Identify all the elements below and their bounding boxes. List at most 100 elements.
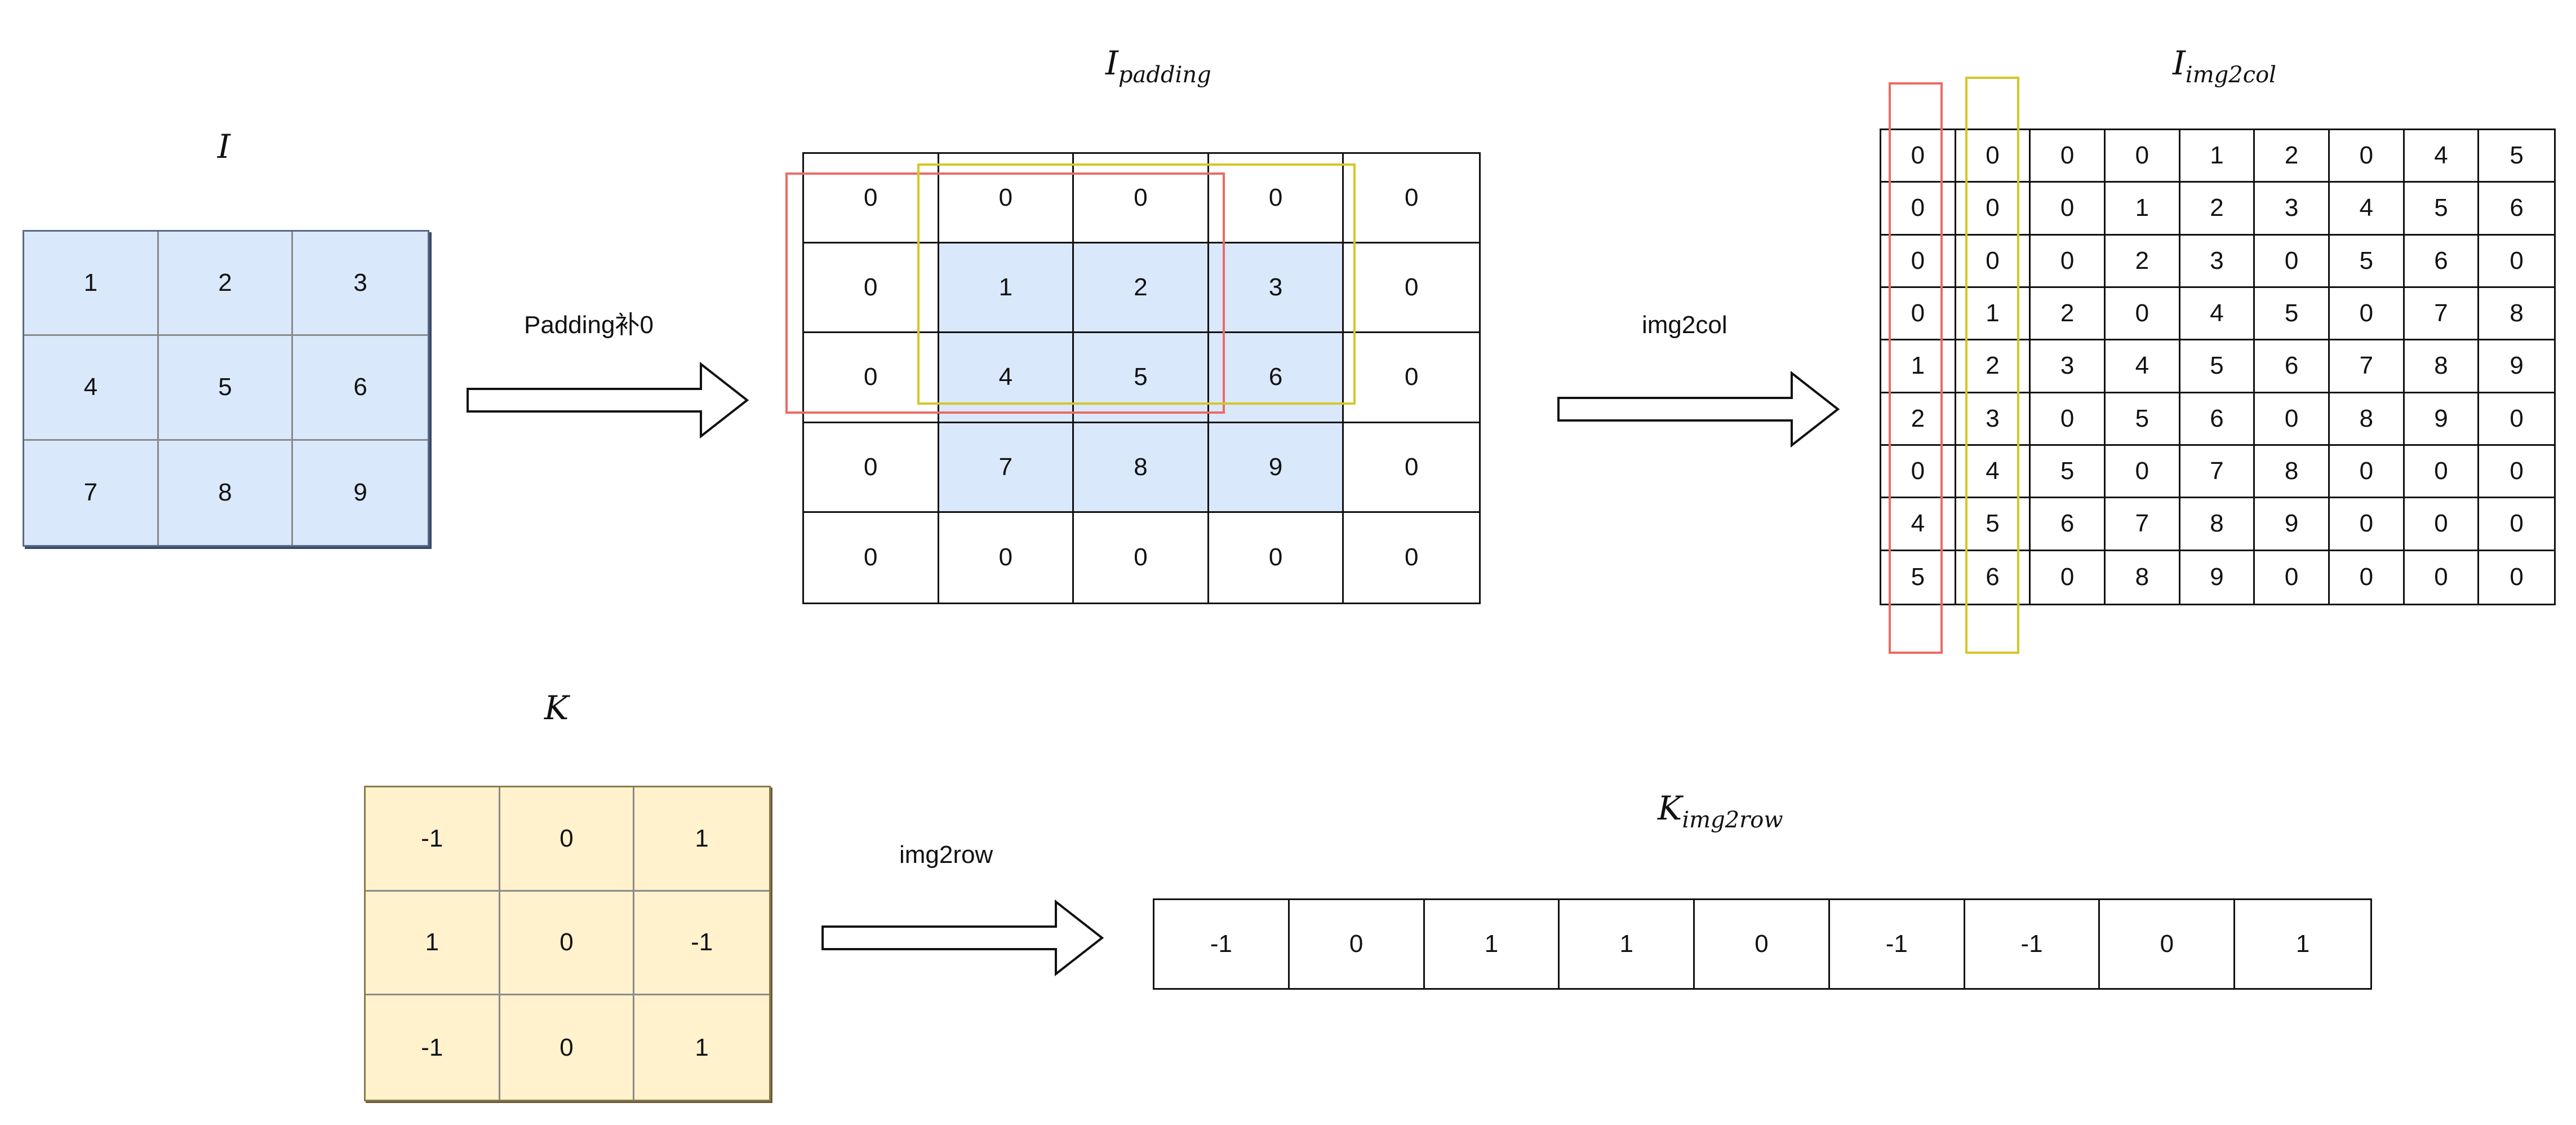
matrix-cell: 0 [2404, 551, 2480, 604]
title-subscript: img2row [1682, 807, 1783, 833]
matrix-cell: 3 [293, 232, 428, 336]
matrix-cell: 2 [158, 232, 294, 336]
matrix-cell: 6 [1956, 551, 2031, 604]
matrix-cell: 0 [1956, 235, 2031, 288]
matrix-cell: 0 [2106, 130, 2180, 183]
matrix-cell: 0 [2031, 551, 2106, 604]
matrix-cell: 4 [24, 336, 159, 441]
matrix-cell: 0 [1209, 154, 1344, 244]
kernel-row-title: Kimg2row [1658, 789, 1783, 833]
img2row-arrow-icon [821, 899, 1104, 977]
matrix-cell: 0 [939, 512, 1074, 603]
vector-cell: 0 [1695, 900, 1830, 988]
matrix-cell: 0 [1074, 154, 1209, 244]
matrix-cell: 9 [2479, 340, 2554, 393]
matrix-cell: -1 [634, 891, 769, 996]
matrix-cell: 2 [1956, 340, 2031, 393]
matrix-cell: 0 [2479, 446, 2554, 499]
padded-matrix-title: Ipadding [1105, 44, 1211, 88]
matrix-cell: 0 [1209, 512, 1344, 603]
vector-cell: 0 [1289, 900, 1425, 988]
matrix-cell: 1 [1956, 288, 2031, 341]
title-base: I [2173, 44, 2186, 82]
matrix-cell: 9 [2404, 393, 2480, 446]
matrix-cell: 0 [1344, 512, 1479, 603]
vector-cell: 0 [2100, 900, 2236, 988]
matrix-cell: 6 [1209, 333, 1344, 423]
matrix-cell: 7 [2106, 498, 2180, 551]
vector-cell: -1 [1154, 900, 1290, 988]
matrix-cell: 1 [634, 995, 769, 1100]
matrix-cell: 8 [2404, 340, 2480, 393]
matrix-cell: 0 [2330, 130, 2405, 183]
img2col-arrow-icon [1557, 370, 1840, 448]
matrix-cell: 9 [1209, 423, 1344, 513]
matrix-cell: 6 [2255, 340, 2330, 393]
matrix-cell: 5 [2330, 235, 2405, 288]
matrix-cell: 6 [293, 336, 428, 441]
matrix-cell: 0 [1881, 446, 1956, 499]
matrix-cell: 9 [2180, 551, 2255, 604]
matrix-cell: 0 [2031, 235, 2106, 288]
matrix-cell: 5 [158, 336, 294, 441]
matrix-cell: 4 [1956, 446, 2031, 499]
matrix-cell: 3 [2031, 340, 2106, 393]
matrix-cell: 7 [2180, 446, 2255, 499]
matrix-cell: 0 [1881, 235, 1956, 288]
matrix-cell: 4 [1881, 498, 1956, 551]
matrix-cell: 5 [1881, 551, 1956, 604]
matrix-cell: 8 [1074, 423, 1209, 513]
matrix-cell: 0 [2404, 498, 2480, 551]
matrix-cell: 0 [2479, 551, 2554, 604]
matrix-cell: 8 [2255, 446, 2330, 499]
matrix-cell: 1 [2180, 130, 2255, 183]
matrix-cell: 4 [2404, 130, 2480, 183]
matrix-cell: 5 [2180, 340, 2255, 393]
img2col-matrix-title: Iimg2col [2173, 44, 2276, 88]
matrix-cell: 0 [1344, 154, 1479, 244]
matrix-cell: 2 [1074, 243, 1209, 334]
matrix-cell: 0 [2330, 446, 2405, 499]
title-base: K [544, 689, 569, 727]
matrix-cell: 5 [2255, 288, 2330, 341]
matrix-cell: 1 [366, 891, 500, 996]
matrix-cell: 3 [1956, 393, 2031, 446]
matrix-cell: 9 [2255, 498, 2330, 551]
input-matrix-title: I [217, 127, 230, 166]
matrix-cell: -1 [366, 787, 500, 892]
matrix-cell: 0 [939, 154, 1074, 244]
matrix-cell: 0 [804, 423, 939, 513]
matrix-cell: 0 [1881, 288, 1956, 341]
matrix-cell: 3 [2255, 183, 2330, 236]
matrix-cell: 7 [24, 440, 159, 545]
matrix-cell: 0 [500, 995, 635, 1100]
matrix-cell: 0 [1881, 183, 1956, 236]
matrix-cell: 1 [2106, 183, 2180, 236]
matrix-cell: 7 [2330, 340, 2405, 393]
matrix-cell: 0 [2031, 393, 2106, 446]
matrix-cell: 4 [2330, 183, 2405, 236]
padding-arrow-icon [467, 361, 749, 439]
matrix-cell: 0 [2330, 551, 2405, 604]
matrix-cell: 0 [2255, 551, 2330, 604]
vector-cell: -1 [1965, 900, 2100, 988]
matrix-cell: 2 [2031, 288, 2106, 341]
matrix-cell: 0 [804, 333, 939, 423]
matrix-cell: 0 [1956, 183, 2031, 236]
matrix-cell: 0 [2479, 393, 2554, 446]
matrix-cell: 7 [939, 423, 1074, 513]
matrix-cell: 0 [804, 512, 939, 603]
matrix-cell: 6 [2479, 183, 2554, 236]
matrix-cell: 4 [939, 333, 1074, 423]
img2col-arrow-label: img2col [1642, 311, 1727, 339]
matrix-cell: 0 [1074, 512, 1209, 603]
matrix-cell: 5 [2031, 446, 2106, 499]
matrix-cell: 0 [2330, 288, 2405, 341]
matrix-cell: 2 [2180, 183, 2255, 236]
matrix-cell: 3 [1209, 243, 1344, 334]
matrix-cell: 1 [24, 232, 159, 336]
vector-cell: -1 [1829, 900, 1965, 988]
